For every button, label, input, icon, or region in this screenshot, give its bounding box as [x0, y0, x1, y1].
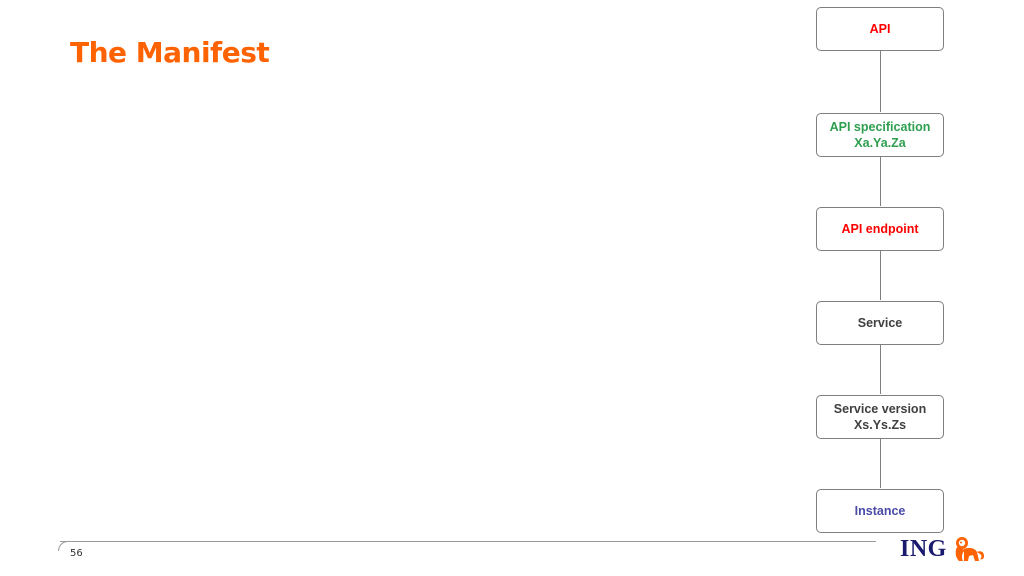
connector-api-to-api-specification: [880, 51, 881, 112]
connector-service-to-service-version: [880, 345, 881, 394]
node-service: Service: [816, 301, 944, 345]
node-service-version: Service version Xs.Ys.Zs: [816, 395, 944, 439]
node-label: API specification: [829, 120, 931, 134]
node-label: Instance: [854, 504, 906, 518]
node-version: Xs.Ys.Zs: [853, 418, 907, 432]
node-instance: Instance: [816, 489, 944, 533]
node-version: Xa.Ya.Za: [854, 136, 906, 150]
node-api-endpoint: API endpoint: [816, 207, 944, 251]
slide-title: The Manifest: [70, 36, 270, 69]
node-label: API: [869, 22, 891, 36]
page-number: 56: [70, 548, 83, 559]
node-label: API endpoint: [841, 222, 919, 236]
footer-divider: [60, 541, 876, 542]
footer-corner: [58, 541, 68, 551]
node-api-specification: API specification Xa.Ya.Za: [816, 113, 944, 157]
node-label: Service: [857, 316, 903, 330]
logo-text: ING: [900, 535, 947, 562]
node-api: API: [816, 7, 944, 51]
connector-service-version-to-instance: [880, 439, 881, 488]
lion-icon: [955, 537, 984, 561]
connector-api-specification-to-api-endpoint: [880, 157, 881, 206]
connector-api-endpoint-to-service: [880, 251, 881, 300]
ing-logo: ING: [900, 534, 987, 564]
node-label: Service version: [833, 402, 927, 416]
